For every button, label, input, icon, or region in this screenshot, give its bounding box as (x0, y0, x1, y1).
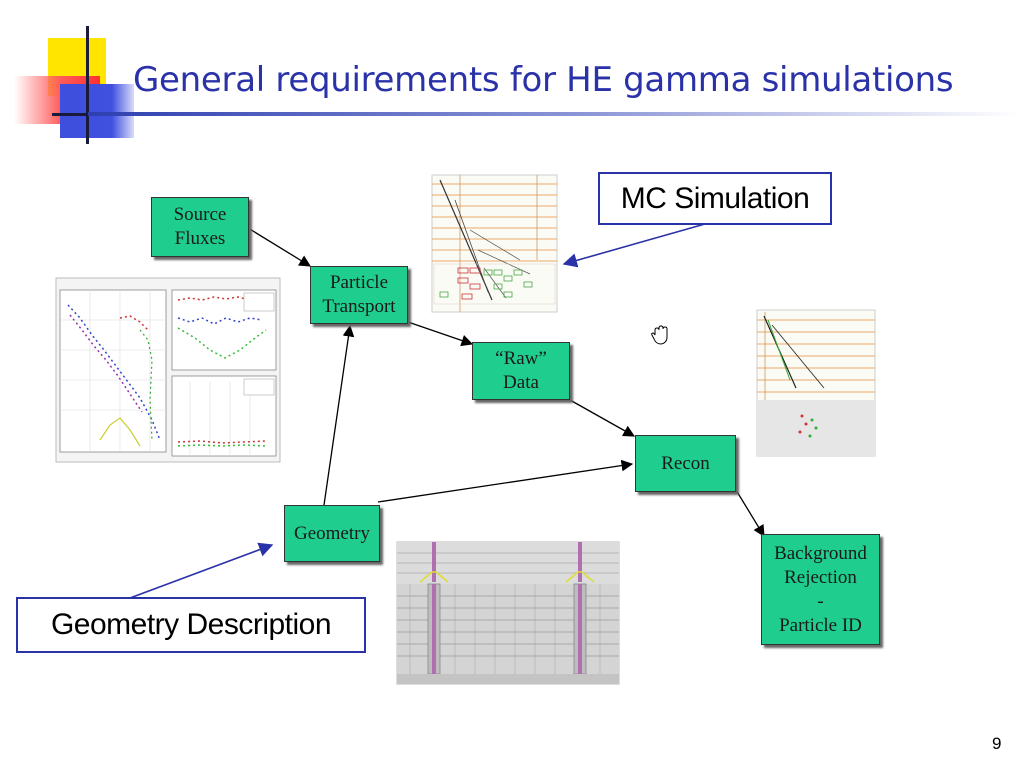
slide-title: General requirements for HE gamma simula… (133, 60, 954, 100)
page-number: 9 (992, 734, 1002, 753)
reconstructed-event-image (756, 309, 876, 457)
particle-transport-label: Particle Transport (322, 272, 396, 317)
arrow-transport-to-raw (407, 321, 474, 347)
mc-event-display-image (431, 174, 558, 313)
raw-data-label: “Raw” Data (495, 348, 547, 393)
arrow-recon-to-background (735, 489, 765, 537)
title-underline (88, 112, 1018, 116)
arrow-raw-to-recon (569, 399, 636, 437)
geometry-label: Geometry (294, 522, 370, 544)
arrow-geometry-to-transport (323, 324, 355, 506)
hand-grab-cursor-icon (651, 325, 668, 345)
mc-simulation-callout: MC Simulation (598, 172, 832, 225)
flux-plots-image (55, 277, 281, 463)
background-rejection-box: Background Rejection - Particle ID (761, 534, 880, 645)
recon-box: Recon (635, 435, 736, 492)
mc-simulation-pointer (562, 221, 713, 268)
mc-simulation-label: MC Simulation (620, 181, 810, 215)
geometry-box: Geometry (284, 505, 380, 562)
particle-transport-box: Particle Transport (310, 266, 408, 324)
recon-label: Recon (661, 452, 710, 474)
detector-geometry-image (396, 541, 620, 685)
title-deco-vertical-line (86, 26, 89, 144)
flow-arrows (247, 227, 765, 537)
source-fluxes-label: Source Fluxes (173, 204, 227, 249)
title-deco-blue-square (60, 84, 134, 138)
geometry-description-callout: Geometry Description (16, 597, 366, 653)
background-rejection-label: Background Rejection - Particle ID (774, 542, 867, 636)
geometry-description-label: Geometry Description (50, 608, 332, 641)
arrow-source-to-transport (247, 227, 311, 267)
geometry-description-pointer (129, 542, 274, 599)
source-fluxes-box: Source Fluxes (151, 197, 249, 257)
arrow-geometry-to-recon (377, 459, 634, 503)
raw-data-box: “Raw” Data (472, 342, 570, 400)
